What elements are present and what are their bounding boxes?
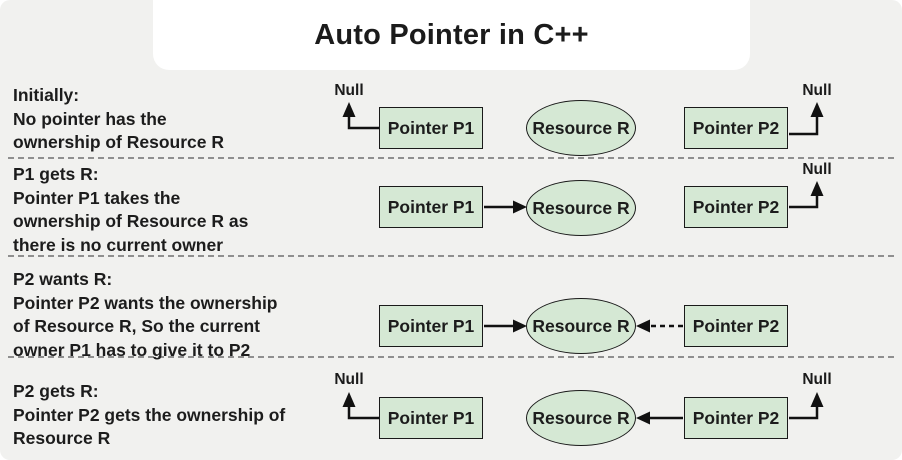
row3-line: Pointer P2 wants the ownership xyxy=(13,292,278,313)
row2-heading: P1 gets R: xyxy=(13,164,99,184)
row2-line: Pointer P1 takes the xyxy=(13,187,181,208)
row4-line: Resource R xyxy=(13,428,111,448)
row2-pointer-p1-box: Pointer P1 xyxy=(379,186,483,228)
row3-pointer-p2-box: Pointer P2 xyxy=(684,305,788,347)
row2-p2-null-arrow xyxy=(789,181,824,209)
row3-p2-resource-dashed-arrow xyxy=(636,319,683,333)
row3-caption: P2 wants R: Pointer P2 wants the ownersh… xyxy=(13,268,278,362)
row-divider-3 xyxy=(8,356,894,358)
row1-heading: Initially: xyxy=(13,85,80,105)
row3-pointer-p1-box: Pointer P1 xyxy=(379,305,483,347)
row4-p2-resource-arrow xyxy=(636,411,683,425)
row4-p1-null-arrow xyxy=(342,392,379,420)
row4-pointer-p2-box: Pointer P2 xyxy=(684,397,788,439)
row1-resource-ellipse: Resource R xyxy=(526,100,636,156)
row1-pointer-p2-box: Pointer P2 xyxy=(684,107,788,149)
row1-p2-null-label: Null xyxy=(802,82,832,99)
row1-line: No pointer has the xyxy=(13,108,167,129)
row-divider-1 xyxy=(8,157,894,159)
row1-p2-null-arrow xyxy=(789,102,824,136)
row4-resource-ellipse: Resource R xyxy=(526,390,636,446)
row1-caption: Initially: No pointer has the ownership … xyxy=(13,84,224,155)
row1-p1-null-arrow xyxy=(342,102,379,130)
row3-p1-resource-arrow xyxy=(484,319,527,333)
row1-pointer-p1-box: Pointer P1 xyxy=(379,107,483,149)
row4-p2-null-label: Null xyxy=(802,371,832,388)
row4-heading: P2 gets R: xyxy=(13,381,99,401)
row2-pointer-p2-box: Pointer P2 xyxy=(684,186,788,228)
row3-line: owner P1 has to give it to P2 xyxy=(13,339,251,360)
row4-p1-null-label: Null xyxy=(334,371,364,388)
row1-p1-null-label: Null xyxy=(334,82,364,99)
row4-line: Pointer P2 gets the ownership of xyxy=(13,404,286,425)
row3-line: of Resource R, So the current xyxy=(13,316,260,336)
row2-p2-null-label: Null xyxy=(802,161,832,178)
row3-resource-ellipse: Resource R xyxy=(526,298,636,354)
row2-resource-ellipse: Resource R xyxy=(526,180,636,236)
row4-pointer-p1-box: Pointer P1 xyxy=(379,397,483,439)
row3-heading: P2 wants R: xyxy=(13,269,113,289)
title-card: Auto Pointer in C++ xyxy=(153,0,750,70)
row1-line: ownership of Resource R xyxy=(13,132,225,152)
page-title: Auto Pointer in C++ xyxy=(314,19,589,51)
row2-p1-resource-arrow xyxy=(484,200,527,214)
row2-caption: P1 gets R: Pointer P1 takes the ownershi… xyxy=(13,163,248,257)
row-divider-2 xyxy=(8,255,894,257)
row4-caption: P2 gets R: Pointer P2 gets the ownership… xyxy=(13,380,285,451)
row4-p2-null-arrow xyxy=(789,392,824,420)
row2-line: ownership of Resource R as xyxy=(13,211,249,231)
row2-line: there is no current owner xyxy=(13,234,224,255)
